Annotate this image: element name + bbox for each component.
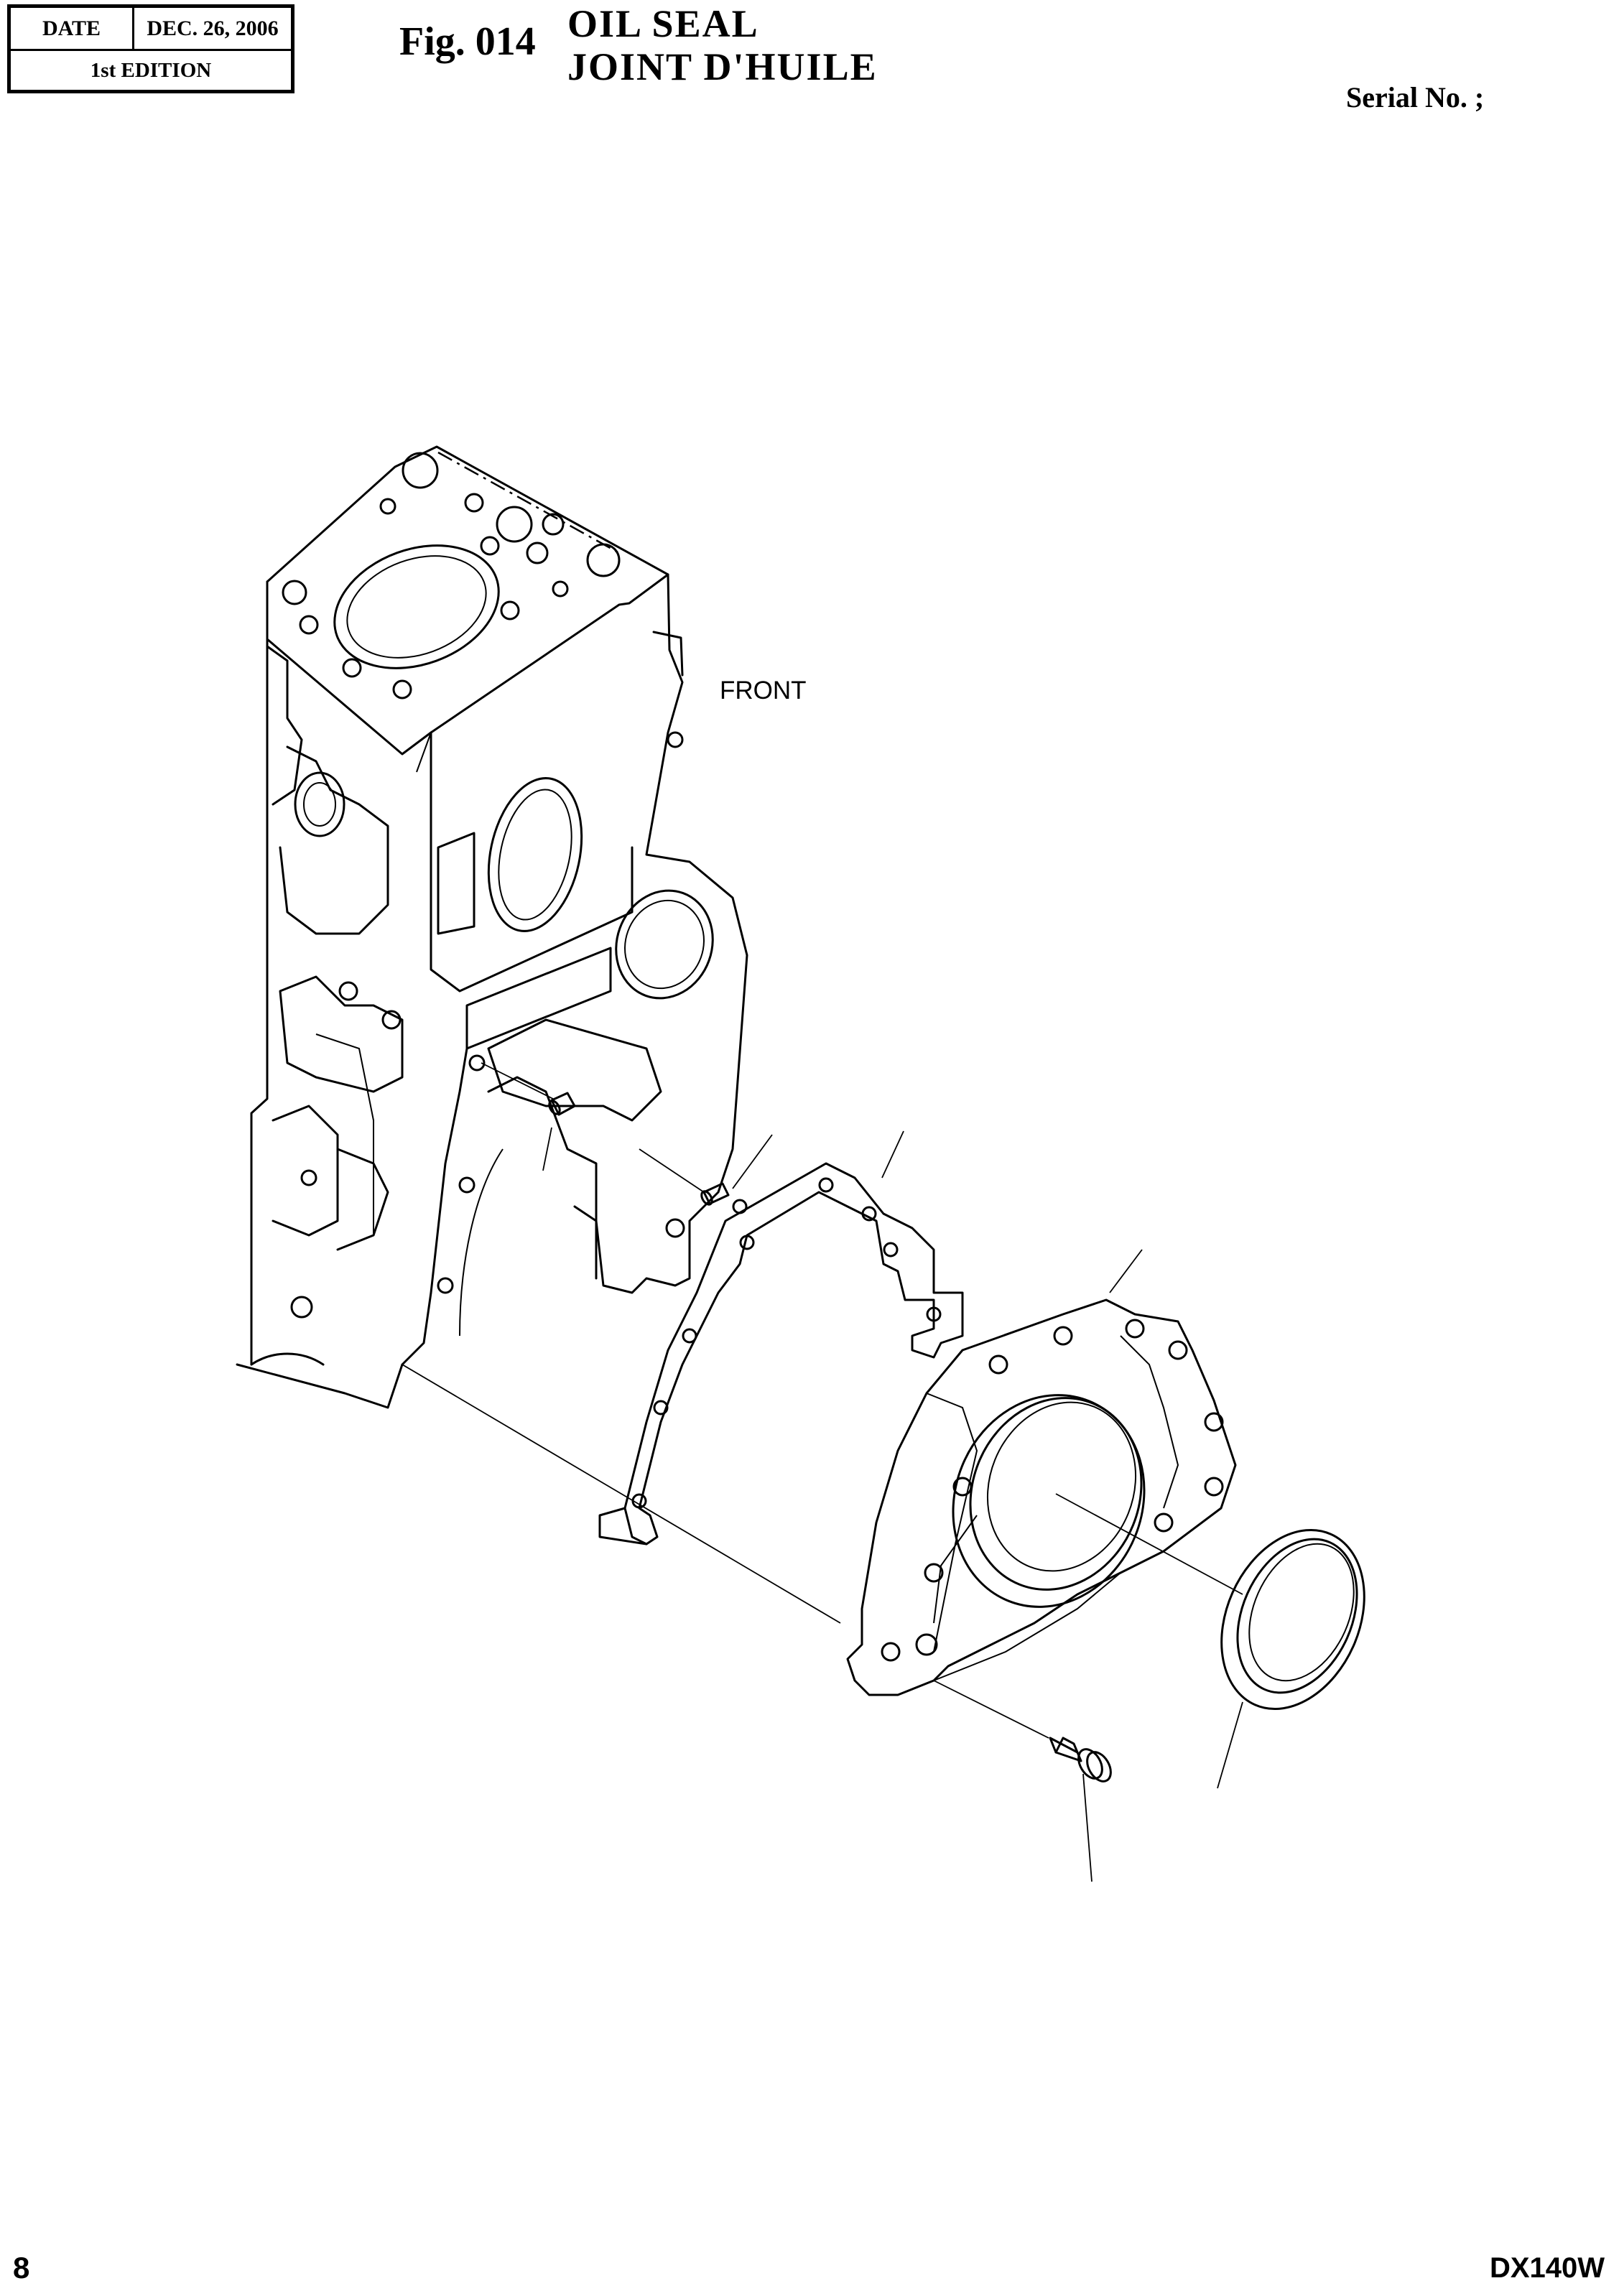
edition-label: 1st EDITION xyxy=(90,58,212,82)
page-number: 8 xyxy=(13,2251,30,2285)
date-label: DATE xyxy=(11,8,134,51)
oil-seal xyxy=(1220,1528,1365,1711)
front-label: FRONT xyxy=(720,677,807,705)
figure-number: Fig. 014 xyxy=(399,19,536,64)
serial-number-label: Serial No. ; xyxy=(1346,81,1485,113)
model-number: DX140W xyxy=(1489,2252,1605,2284)
date-value: DEC. 26, 2006 xyxy=(134,8,291,51)
engine-block xyxy=(236,445,748,1409)
dowel-pin xyxy=(548,1092,730,1206)
bolt xyxy=(1049,1737,1112,1783)
gasket xyxy=(598,1162,964,1546)
title-french: JOINT D'HUILE xyxy=(567,45,878,88)
seal-housing xyxy=(846,1298,1237,1696)
title-english: OIL SEAL xyxy=(567,2,759,45)
edition-box: DATE DEC. 26, 2006 1st EDITION xyxy=(7,4,294,93)
